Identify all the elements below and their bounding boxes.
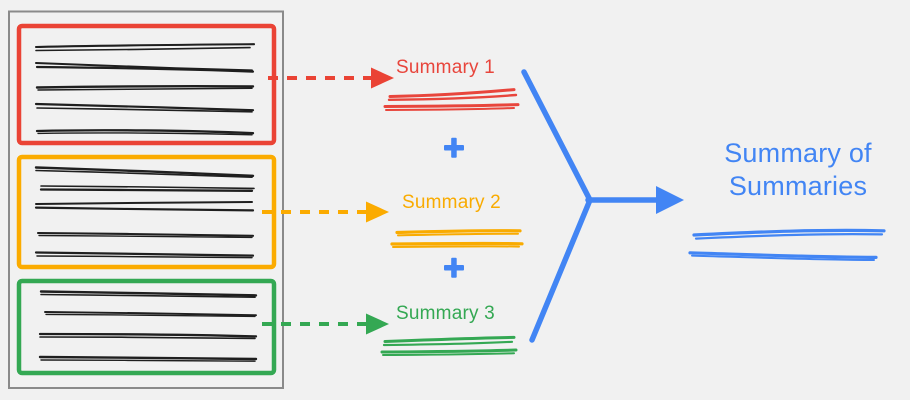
chunk-orange-border <box>16 154 277 270</box>
chunk-red-text-lines <box>34 43 256 136</box>
arrow-chunk-orange-to-summary-2 <box>262 201 389 223</box>
source-document-container <box>8 10 284 389</box>
final-summary-line-1: Summary of <box>724 138 872 168</box>
plus-sign-2 <box>444 257 464 278</box>
document-chunk-green <box>16 278 277 376</box>
chunk-red-border <box>16 23 277 146</box>
summary-1-label: Summary 1 <box>396 57 495 78</box>
summary-3-scribble <box>380 335 518 356</box>
chunk-green-text-lines <box>38 290 258 362</box>
document-chunk-orange <box>16 154 277 270</box>
summary-2-label: Summary 2 <box>402 192 501 213</box>
summary-2-scribble <box>390 229 524 248</box>
chunk-orange-text-lines <box>34 166 255 259</box>
final-summary-line-2: Summaries <box>728 170 868 201</box>
final-summary-label: Summary of Summaries <box>703 137 893 203</box>
merge-arrow <box>521 69 684 343</box>
arrow-chunk-green-to-summary-3 <box>262 313 389 335</box>
chunk-green-border <box>16 278 277 376</box>
plus-sign-1 <box>444 137 464 158</box>
summary-1-scribble <box>383 88 520 111</box>
final-summary-scribble <box>688 228 886 261</box>
document-chunk-red <box>16 23 277 146</box>
summary-3-label: Summary 3 <box>396 303 495 324</box>
arrow-chunk-red-to-summary-1 <box>268 67 394 89</box>
